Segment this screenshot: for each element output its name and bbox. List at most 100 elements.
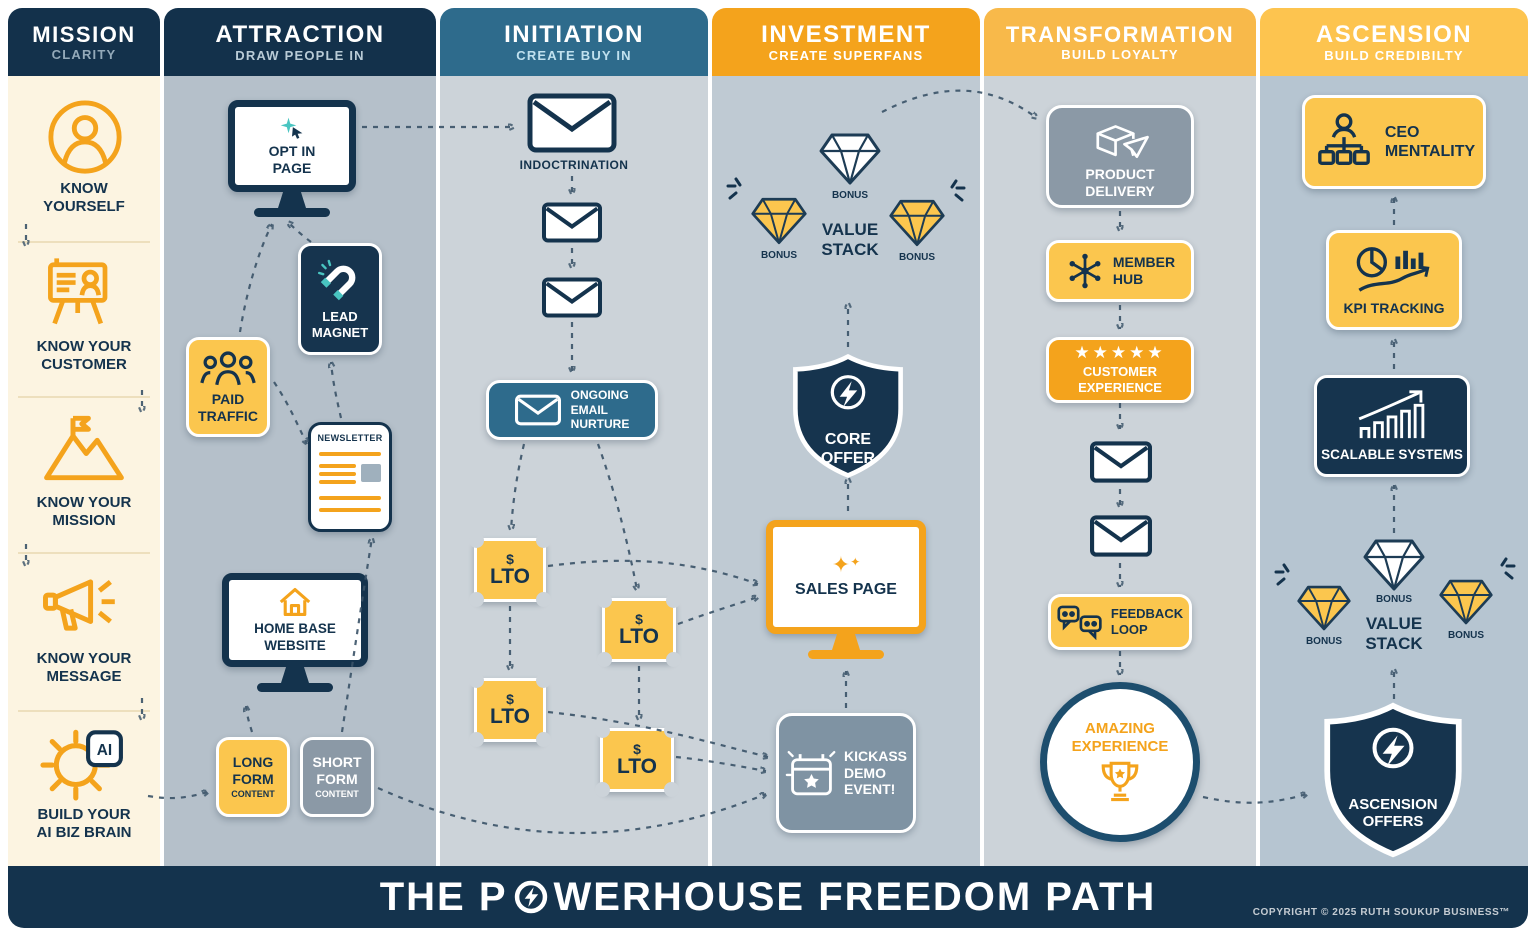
org-chart-person-icon: [1317, 113, 1370, 165]
diamond-icon: [889, 199, 945, 247]
customer-presentation-icon: [48, 258, 108, 325]
newsletter-image-placeholder: [361, 463, 381, 482]
scalable-systems-label: SCALABLE SYSTEMS: [1321, 447, 1463, 463]
party-calendar-icon: [785, 751, 836, 796]
copyright-text: COPYRIGHT © 2025 RUTH SOUKUP BUSINESS™: [1252, 907, 1510, 918]
ticket-notch: [536, 732, 551, 747]
house-icon: [279, 588, 311, 617]
lead-magnet-label: LEAD MAGNET: [311, 309, 369, 340]
diamond-icon: [1363, 539, 1425, 591]
footer-title-pre: THE P: [379, 875, 508, 919]
newsletter-line: [319, 479, 356, 484]
bonus-label: BONUS: [1375, 594, 1413, 605]
home-base-website-monitor: HOME BASE WEBSITE: [222, 573, 368, 692]
kpi-tracking-label: KPI TRACKING: [1343, 299, 1445, 316]
monitor-base: [808, 650, 884, 659]
kpi-charts-icon: [1356, 246, 1430, 292]
newsletter-columns: [319, 463, 381, 488]
sparkle: ✦: [850, 555, 861, 570]
lto-ticket: $ LTO: [595, 723, 679, 797]
newsletter-box: NEWSLETTER: [308, 422, 392, 532]
column-investment: INVESTMENT CREATE SUPERFANS BONUS BONUS …: [712, 8, 980, 868]
attraction-body: OPT IN PAGE LEAD MAGNET: [164, 76, 436, 868]
lto-ticket: $ LTO: [597, 593, 681, 667]
ray-lines-icon: [950, 179, 966, 202]
kickass-demo-event-box: KICKASS DEMO EVENT!: [776, 713, 916, 833]
trophy-icon: [1101, 761, 1139, 802]
product-delivery-box: PRODUCT DELIVERY: [1046, 105, 1194, 208]
opt-in-page-monitor: OPT IN PAGE: [228, 100, 356, 217]
newsletter-line: [319, 507, 381, 512]
ticket-notch: [536, 533, 551, 548]
long-form-sublabel: CONTENT: [231, 789, 275, 800]
customer-experience-box: ★★★★★ CUSTOMER EXPERIENCE: [1046, 337, 1194, 403]
five-stars-icon: ★★★★★: [1074, 343, 1166, 363]
ticket-notch: [666, 593, 681, 608]
mission-step-label: KNOW YOUR MISSION: [36, 494, 132, 529]
mission-step-label: KNOW YOUR MESSAGE: [36, 650, 132, 685]
lto-currency: $: [506, 550, 514, 567]
lto-ticket: $ LTO: [469, 533, 551, 607]
monitor-stand: [832, 634, 860, 650]
initiation-header: INITIATION CREATE BUY IN: [440, 8, 708, 76]
amazing-experience-badge: AMAZING EXPERIENCE: [1040, 682, 1200, 842]
ticket-notch: [536, 592, 551, 607]
person-icon: [48, 100, 122, 174]
mission-header: MISSION CLARITY: [8, 8, 160, 76]
sparkles-icon: ✦✦: [832, 554, 861, 577]
ticket-notch: [595, 723, 610, 738]
cursor-sparkle-icon: [280, 117, 303, 139]
lto-label: LTO: [489, 564, 531, 588]
mission-step-label: KNOW YOUR CUSTOMER: [36, 338, 132, 373]
ray-lines-icon: [1274, 563, 1290, 586]
ticket-notch: [595, 782, 610, 797]
bonus-label: BONUS: [1305, 636, 1343, 647]
feedback-loop-box: FEEDBACK LOOP: [1048, 594, 1192, 650]
attraction-title: ATTRACTION: [215, 20, 385, 48]
monitor-base: [254, 208, 330, 217]
bonus-label: BONUS: [760, 250, 798, 261]
indoctrination-label: INDOCTRINATION: [519, 158, 629, 172]
core-offer-shield: CORE OFFER: [788, 352, 908, 480]
lto-label: LTO: [618, 624, 660, 648]
email-envelope-icon: [542, 277, 602, 318]
member-hub-box: MEMBER HUB: [1046, 240, 1194, 302]
ticket-notch: [597, 652, 612, 667]
ticket-notch: [664, 723, 679, 738]
divider: [18, 710, 150, 712]
ascension-header: ASCENSION BUILD CREDIBILTY: [1260, 8, 1528, 76]
diamond-icon: [1297, 585, 1351, 631]
home-base-website-label: HOME BASE WEBSITE: [254, 621, 336, 653]
sales-page-monitor: ✦✦ SALES PAGE: [766, 520, 926, 659]
lto-ticket: $ LTO: [469, 673, 551, 747]
value-stack-label: VALUE STACK: [821, 220, 879, 260]
ticket-notch: [666, 652, 681, 667]
column-initiation: INITIATION CREATE BUY IN INDOCTRINATION: [440, 8, 708, 868]
mission-step-label: KNOW YOURSELF: [43, 180, 125, 215]
investment-body: BONUS BONUS BONUS VALUE STACK: [712, 76, 980, 868]
diamond-icon: [1439, 579, 1493, 625]
network-hub-icon: [1069, 253, 1101, 289]
lto-currency: $: [635, 610, 643, 627]
sparkle: ✦: [831, 552, 851, 578]
feedback-chat-icon: [1057, 605, 1102, 640]
paid-traffic-label: PAID TRAFFIC: [198, 391, 258, 424]
value-stack-label: VALUE STACK: [1365, 614, 1423, 654]
ai-chip-label: AI: [97, 742, 112, 759]
newsletter-line: [319, 495, 381, 500]
email-envelope-icon: [542, 202, 602, 243]
mission-step-label: BUILD YOUR AI BIZ BRAIN: [36, 806, 132, 841]
member-hub-label: MEMBER HUB: [1112, 254, 1176, 287]
column-mission: MISSION CLARITY KNOW YOURSELF KNOW YOUR …: [8, 8, 160, 868]
feedback-loop-label: FEEDBACK LOOP: [1110, 606, 1184, 637]
column-attraction: ATTRACTION DRAW PEOPLE IN OPT IN PAGE: [164, 8, 436, 868]
column-transformation: TRANSFORMATION BUILD LOYALTY PRODUCT DEL…: [984, 8, 1256, 868]
ascension-offers-shield: ASCENSION OFFERS: [1318, 700, 1468, 860]
initiation-subtitle: CREATE BUY IN: [516, 47, 632, 63]
product-delivery-label: PRODUCT DELIVERY: [1085, 165, 1155, 199]
shield-icon: [1324, 702, 1462, 858]
newsletter-line: [319, 451, 381, 456]
diamond-icon: [819, 133, 881, 185]
